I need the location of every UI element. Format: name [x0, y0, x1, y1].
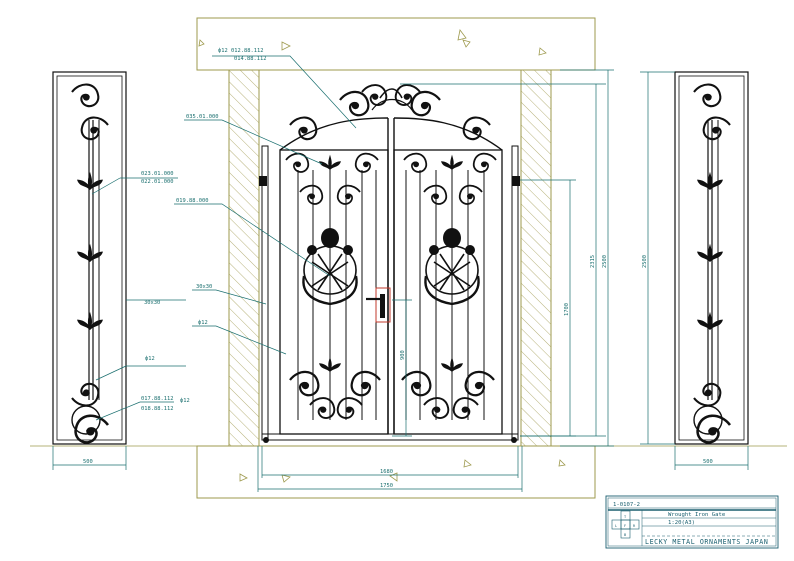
- label-scroll-base-dia: ф12: [180, 398, 190, 404]
- dim-panel-width-right: 500: [703, 459, 713, 465]
- lock-box: [375, 287, 391, 323]
- label-scroll-base-2: 018.88.112: [141, 406, 173, 412]
- view-top: T: [624, 515, 627, 519]
- label-square-bar-right: 30x30: [196, 284, 212, 290]
- part-labels: ф12 012.88.112 014.88.112 035.01.000 023…: [141, 48, 266, 412]
- label-arch: 035.01.000: [186, 114, 218, 120]
- drawing-number: 1-0107-2: [613, 502, 640, 508]
- left-pillar: [228, 69, 260, 447]
- leader-lines: [91, 55, 357, 421]
- dim-handle-height: 1700: [564, 303, 570, 316]
- right-pillar: [520, 69, 552, 447]
- view-right: R: [633, 524, 636, 528]
- dim-overall-width: 1750: [380, 483, 393, 489]
- left-side-panel: [52, 71, 127, 445]
- top-wall: [196, 17, 596, 71]
- view-front: F: [624, 524, 626, 528]
- dimension-values: 500 500 1680 1750 2315 2500 2500 1700 90…: [83, 255, 713, 489]
- dim-lock-height: 900: [400, 350, 406, 360]
- dim-gate-height: 2315: [590, 255, 596, 268]
- label-leaf-2: 022.01.000: [141, 179, 173, 185]
- view-bottom: B: [624, 533, 626, 537]
- right-medallion: [424, 228, 480, 306]
- dim-opening-height: 2500: [602, 255, 608, 268]
- label-square-bar-left: 30x30: [144, 300, 160, 306]
- dim-panel-width-left: 500: [83, 459, 93, 465]
- label-top-rail-2: 014.88.112: [234, 56, 266, 62]
- title-block: T L F R B 1-0107-2 Wrought Iron Gate 1:2…: [605, 495, 779, 549]
- base-wall: [196, 445, 596, 499]
- right-side-panel: [674, 71, 749, 445]
- label-round-bar-left: ф12: [145, 356, 155, 362]
- label-scroll-base-1: 017.88.112: [141, 396, 173, 402]
- dim-opening-width: 1680: [380, 469, 393, 475]
- dim-panel-height: 2500: [642, 255, 648, 268]
- label-round-bar-right: ф12: [198, 320, 208, 326]
- masonry: [30, 17, 787, 499]
- scale: 1:20(A3): [668, 520, 695, 526]
- label-leaf-1: 023.01.000: [141, 171, 173, 177]
- item-name: Wrought Iron Gate: [668, 512, 726, 518]
- left-medallion: [302, 228, 358, 306]
- view-left: L: [615, 524, 617, 528]
- label-top-rail-1: ф12 012.88.112: [218, 48, 263, 54]
- main-gate: [259, 84, 520, 443]
- company-name: LECKY METAL ORNAMENTS JAPAN: [645, 538, 768, 546]
- dimension-lines: [52, 69, 749, 492]
- label-medallion: 019.88.000: [176, 198, 208, 204]
